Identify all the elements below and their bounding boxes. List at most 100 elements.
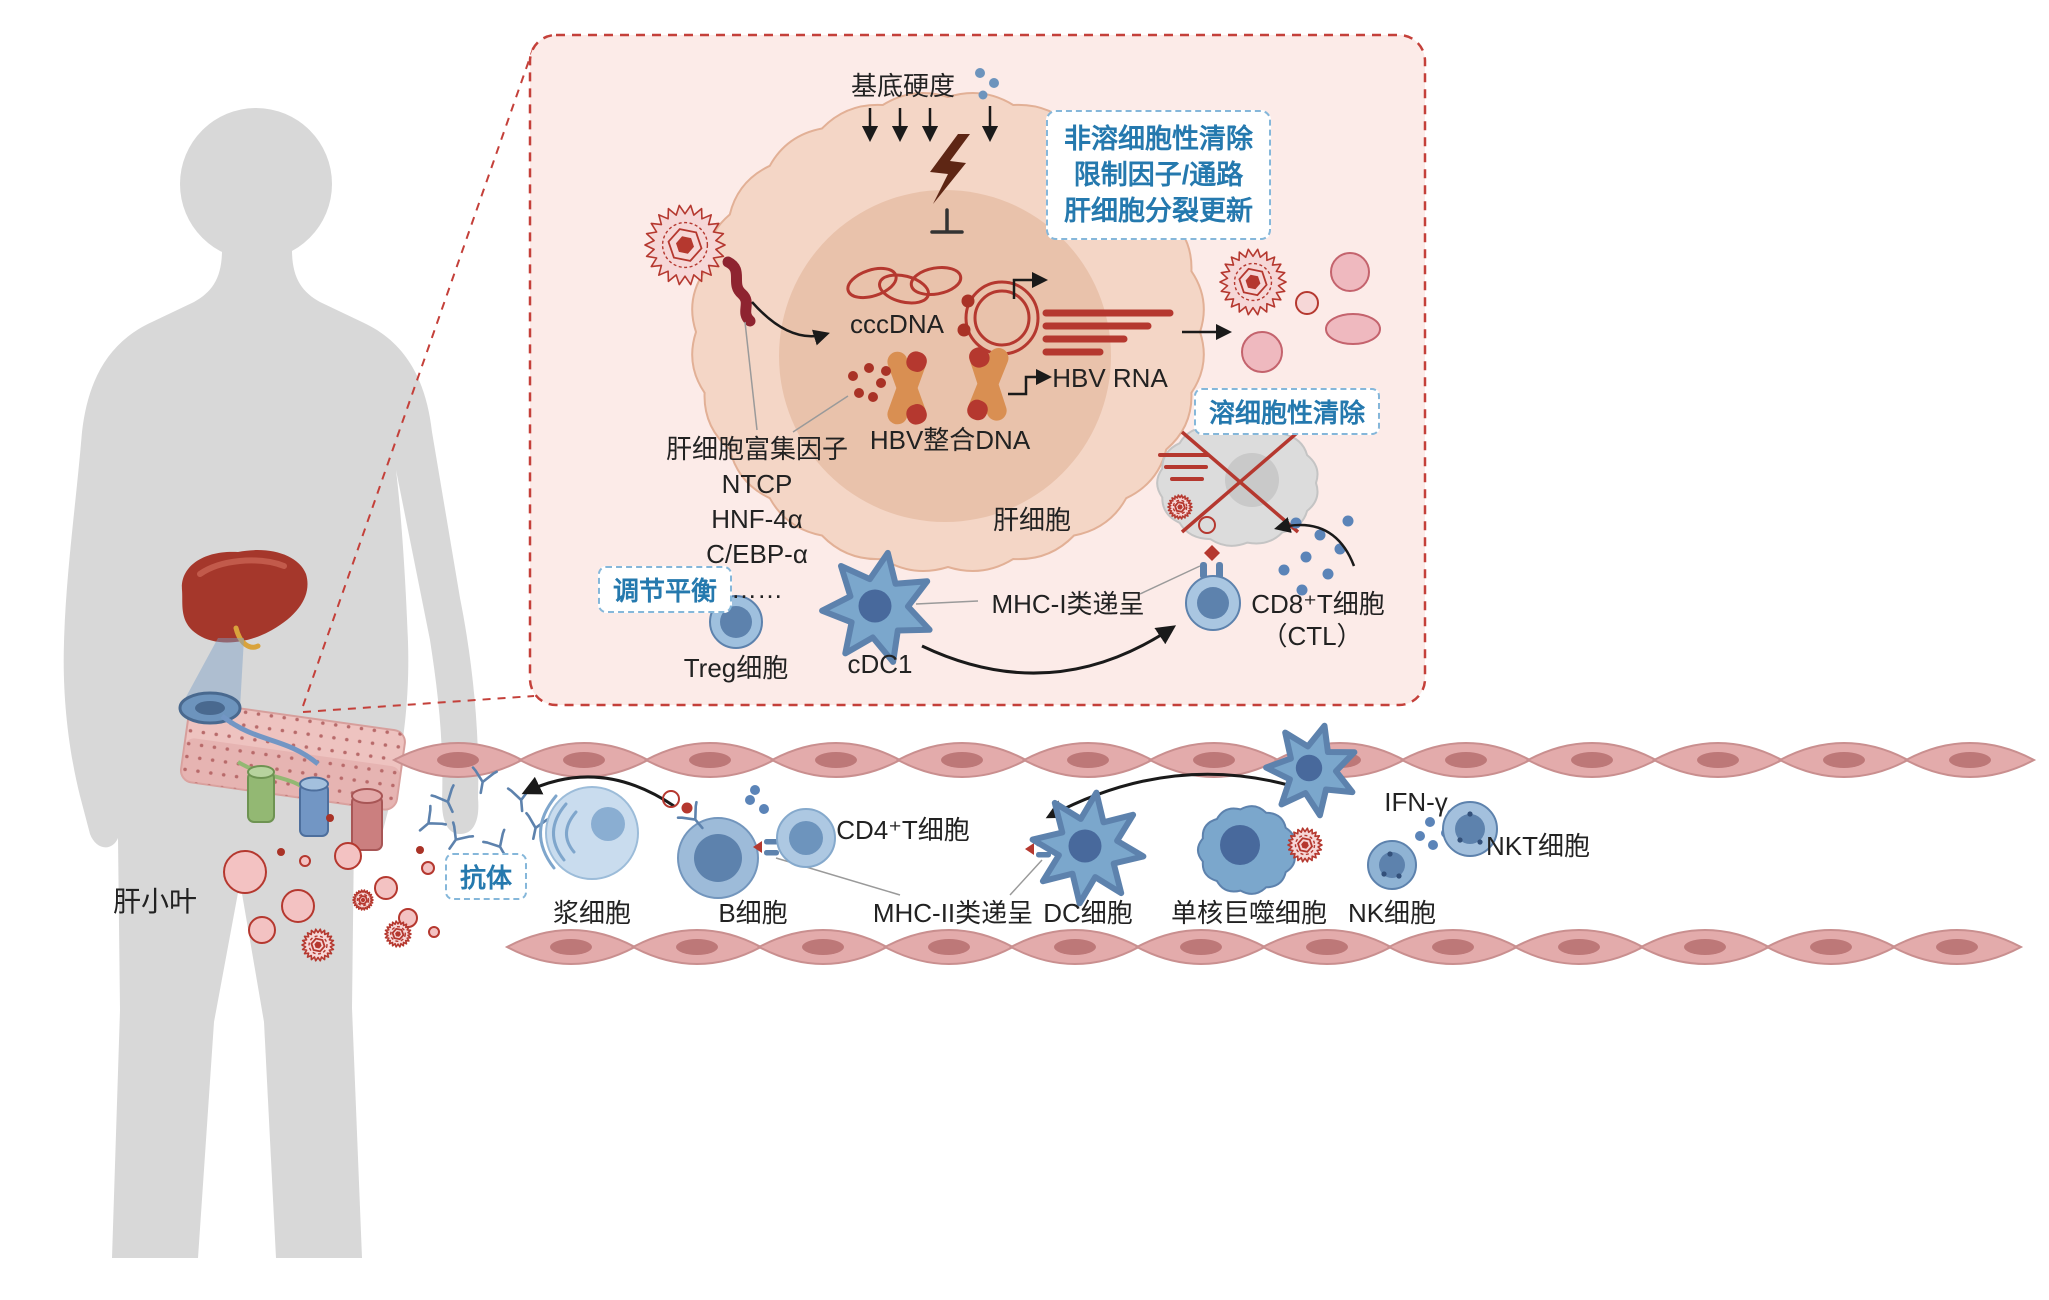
- monocyte-to-dc-arrow: [1045, 772, 1293, 819]
- transcription-arrow: [1012, 271, 1049, 299]
- endothelium-bottom-wall: [504, 928, 2024, 966]
- silhouette-head: [180, 108, 332, 260]
- subviral-particle: [299, 855, 311, 867]
- zoom-beam: [180, 638, 244, 708]
- label-integrated-dna: HBV整合DNA: [869, 425, 1031, 455]
- entering-virion-group: [644, 204, 726, 286]
- label-b-cell: B细胞: [718, 898, 788, 928]
- subviral-particle: [248, 916, 276, 944]
- gallbladder-duct: [233, 625, 261, 650]
- factor-line-2: NTCP: [721, 469, 793, 499]
- antibody-icon: [418, 804, 448, 832]
- cccdna-ring: [909, 265, 963, 297]
- macrophage-group: [1196, 805, 1296, 895]
- cytokine-dot: [975, 68, 985, 78]
- label-cd4: CD4⁺T细胞: [836, 815, 970, 845]
- label-mhc2: MHC-II类递呈: [872, 898, 1034, 928]
- subviral-particle: [223, 850, 267, 894]
- label-nk: NK细胞: [1347, 898, 1437, 928]
- liver-illustration: [180, 550, 308, 708]
- cytokine-dot: [978, 90, 988, 100]
- tcr-icon: [1200, 562, 1207, 579]
- dc-cell: [1029, 789, 1147, 907]
- antigen-particle: [662, 790, 680, 808]
- antigen-dot: [681, 802, 693, 814]
- antibody-icon: [506, 785, 534, 813]
- label-nkt: NKT细胞: [1485, 831, 1591, 861]
- noncytolytic-line-2: 限制因子/通路: [1073, 160, 1244, 190]
- subviral-particle: [421, 861, 435, 875]
- cytokine-arrow: [1274, 517, 1356, 567]
- antibody-box: 抗体: [444, 853, 528, 900]
- cd8-t-cell: [1185, 575, 1241, 631]
- label-cd8: CD8⁺T细胞: [1251, 589, 1385, 619]
- cdc1-cell: [819, 549, 933, 665]
- secreted-particles-group: [1219, 248, 1381, 373]
- factor-line-5: ……: [730, 574, 783, 604]
- virion-debris: [1167, 494, 1193, 520]
- mhc2-antigen-icon: [1025, 843, 1034, 855]
- antibody-icon: [471, 766, 498, 795]
- noncytolytic-line-1: 非溶细胞性清除: [1064, 124, 1253, 154]
- wall-dendritic-cell: [1263, 722, 1358, 819]
- mhc1-antigen-icon: [1204, 545, 1220, 561]
- subviral-particle: [374, 876, 398, 900]
- cdc1-group: [819, 549, 1201, 675]
- integrated-transcription-arrow: [1008, 368, 1053, 396]
- circulating-virions-group: [223, 814, 440, 962]
- factor-line-4: C/EBP-α: [706, 539, 808, 569]
- label-dc-cell: DC细胞: [1043, 898, 1133, 928]
- dc-cell-group: [1029, 789, 1147, 907]
- label-plasma-cell: 浆细胞: [552, 898, 632, 928]
- tcr-icon: [1216, 562, 1223, 579]
- b-to-plasma-arrow: [521, 775, 675, 808]
- subviral-filament: [1325, 313, 1381, 345]
- ntcp-receptor-icon: [722, 256, 756, 327]
- subviral-sphere: [1330, 252, 1370, 292]
- antibodies-group: [418, 766, 552, 858]
- label-cdc1: cDC1: [847, 649, 913, 679]
- regulation-balance-box: 调节平衡: [597, 566, 733, 613]
- inhibition-tbar-icon: [930, 208, 964, 234]
- mhc2-antigen-icon: [753, 841, 762, 853]
- virus-particle-icon: [301, 928, 335, 962]
- label-ctl: （CTL）: [1261, 621, 1363, 651]
- cytolytic-clearance-box: 溶细胞性清除: [1193, 388, 1381, 435]
- hbv-integrated-dna-group: [887, 347, 1053, 425]
- label-ifn: IFN-γ: [1384, 787, 1448, 817]
- entering-virion: [644, 204, 726, 286]
- secreted-virion: [1219, 248, 1287, 316]
- liver-shape: [181, 550, 308, 643]
- label-hepatocyte: 肝细胞: [992, 505, 1072, 535]
- hepatocyte-factors-list: 肝细胞富集因子 NTCP HNF-4α C/EBP-α ……: [666, 432, 848, 607]
- antibody-icon: [448, 821, 475, 850]
- b-cell-nucleus: [694, 834, 742, 882]
- substrate-stiffness-group: [861, 68, 999, 234]
- priming-arrow: [921, 625, 1177, 675]
- sinusoid-vessel-blue: [220, 714, 320, 766]
- subviral-particle: [334, 842, 362, 870]
- portal-vessels: [247, 765, 383, 851]
- nkt-cell: [1442, 801, 1498, 857]
- magnification-lines: [302, 45, 535, 713]
- cd8-t-cell-group: [1185, 515, 1356, 631]
- factor-line-3: HNF-4α: [711, 504, 803, 534]
- label-mhc1: MHC-I类递呈: [991, 589, 1145, 619]
- antibody-icon: [430, 784, 455, 814]
- nk-cell: [1367, 840, 1417, 890]
- kill-cross-icon: [1180, 430, 1300, 534]
- factor-line-1: 肝细胞富集因子: [665, 434, 849, 464]
- virus-entry-group: [722, 256, 849, 433]
- nk-nkt-group: [1367, 801, 1498, 890]
- viral-protein-dots: [848, 363, 891, 402]
- virion-near-macrophage: [1287, 827, 1323, 863]
- lightning-icon: [930, 134, 970, 204]
- antibody-icon: [482, 828, 507, 858]
- entry-arrow: [751, 301, 830, 346]
- noncytolytic-line-3: 肝细胞分裂更新: [1064, 196, 1253, 226]
- label-liver-lobule: 肝小叶: [112, 886, 198, 917]
- label-substrate-stiffness: 基底硬度: [850, 71, 956, 101]
- virus-particle-icon: [352, 889, 374, 911]
